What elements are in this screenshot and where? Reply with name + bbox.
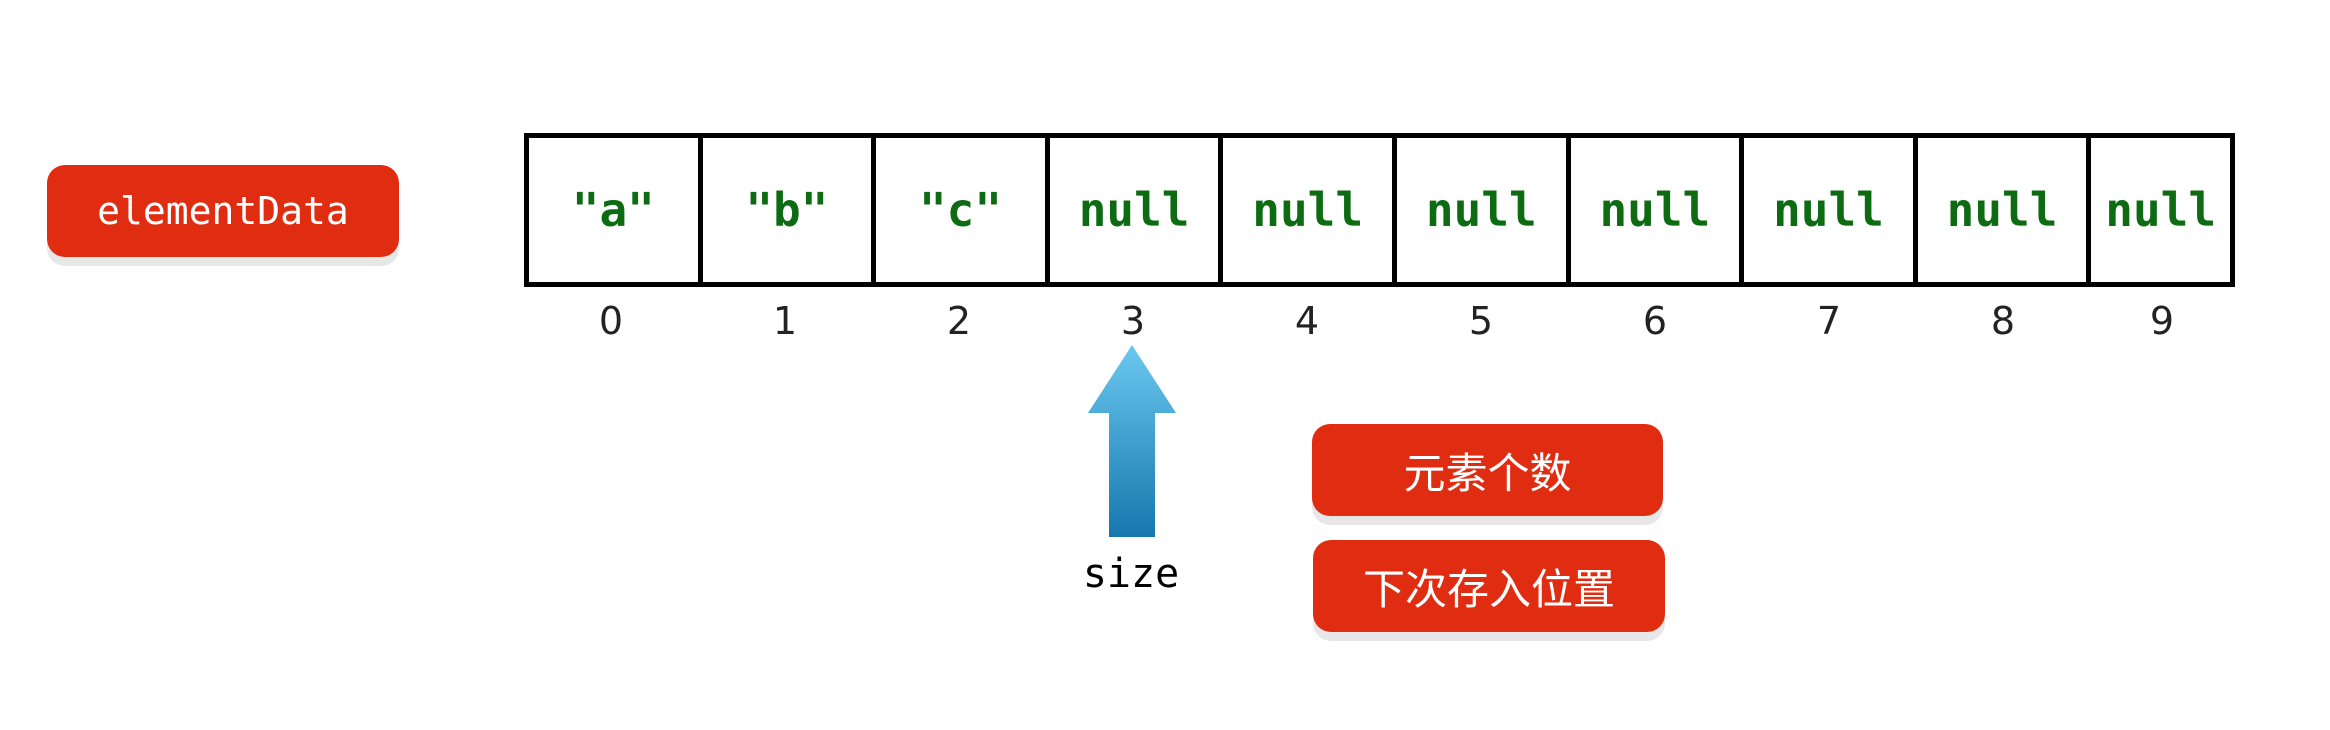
array-cell-4: null xyxy=(1223,138,1397,282)
array-cell-2: "c" xyxy=(876,138,1050,282)
array-cell-3: null xyxy=(1050,138,1224,282)
index-label-0: 0 xyxy=(598,299,624,343)
array-cell-1: "b" xyxy=(703,138,877,282)
array-cell-0: "a" xyxy=(529,138,703,282)
index-label-1: 1 xyxy=(772,299,798,343)
index-row: 0 1 2 3 4 5 6 7 8 9 xyxy=(524,296,2235,346)
element-count-note: 元素个数 xyxy=(1312,424,1663,516)
array-cell-5: null xyxy=(1397,138,1571,282)
size-pointer-label: size xyxy=(1082,551,1180,597)
index-label-7: 7 xyxy=(1816,299,1842,343)
index-label-4: 4 xyxy=(1294,299,1320,343)
array-cell-6: null xyxy=(1571,138,1745,282)
next-position-note: 下次存入位置 xyxy=(1313,540,1665,632)
index-label-5: 5 xyxy=(1468,299,1494,343)
index-label-6: 6 xyxy=(1642,299,1668,343)
array-cell-8: null xyxy=(1918,138,2092,282)
index-label-8: 8 xyxy=(1990,299,2016,343)
element-data-label: elementData xyxy=(47,165,399,257)
arrow-up-icon xyxy=(1088,345,1176,537)
index-label-9: 9 xyxy=(2149,299,2175,343)
index-label-3: 3 xyxy=(1120,299,1146,343)
array-cell-9: null xyxy=(2091,138,2236,282)
index-label-2: 2 xyxy=(946,299,972,343)
array-row: "a" "b" "c" null null null null null nul… xyxy=(524,133,2236,287)
array-cell-7: null xyxy=(1744,138,1918,282)
